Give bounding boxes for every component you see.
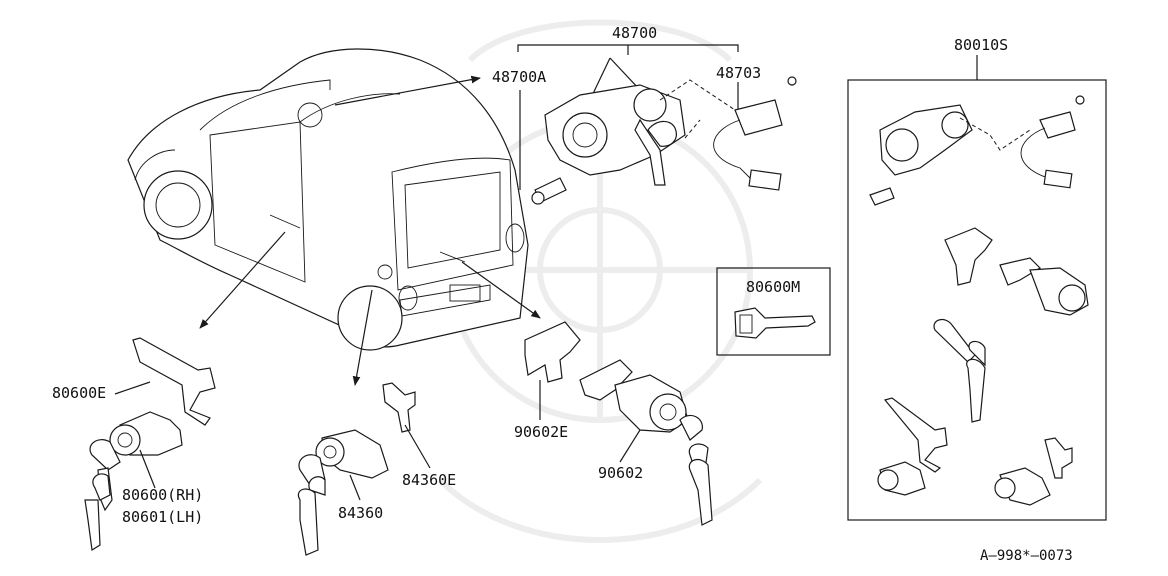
label-80601-lh: 80601(LH): [122, 508, 203, 526]
group-90602: [524, 321, 713, 526]
part-labels: 48700 48700A 48703 80010S 80600M 80600E …: [52, 24, 1073, 564]
label-80600-rh: 80600(RH): [122, 486, 203, 504]
label-90602E: 90602E: [514, 423, 568, 441]
vehicle-illustration: [127, 48, 529, 351]
kit-box-80010S: [847, 55, 1107, 521]
callout-arrows: [199, 75, 541, 386]
label-84360E: 84360E: [402, 471, 456, 489]
label-84360: 84360: [338, 504, 383, 522]
group-80600: [84, 337, 216, 552]
key-blank-box: [716, 267, 831, 356]
label-80600E: 80600E: [52, 384, 106, 402]
label-48700: 48700: [612, 24, 657, 42]
diagram-code: A—998*—0073: [980, 548, 1073, 564]
label-80010S: 80010S: [954, 36, 1008, 54]
label-90602: 90602: [598, 464, 643, 482]
label-48703: 48703: [716, 64, 761, 82]
group-84360: [297, 382, 431, 556]
label-48700A: 48700A: [492, 68, 546, 86]
group-48700: [517, 44, 797, 205]
label-80600M: 80600M: [746, 278, 800, 296]
